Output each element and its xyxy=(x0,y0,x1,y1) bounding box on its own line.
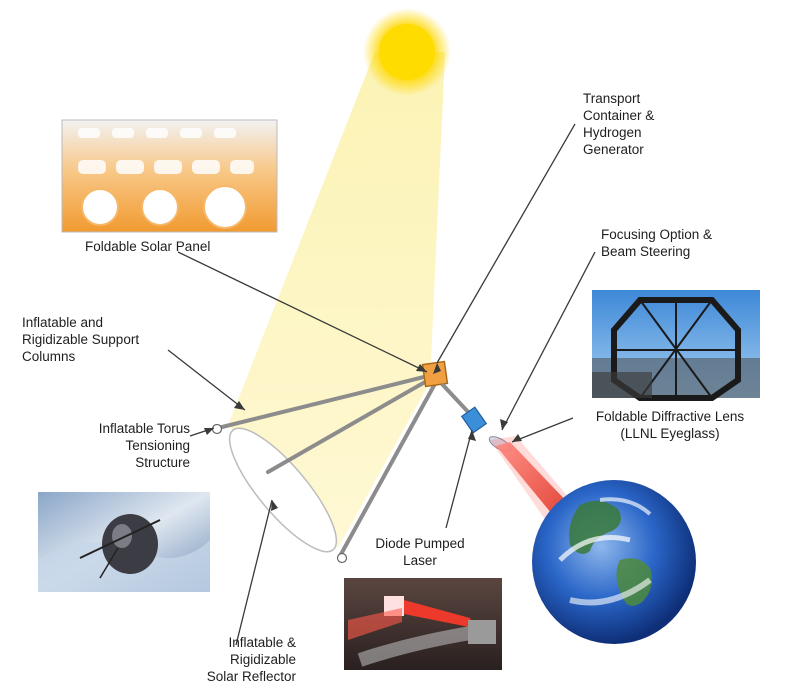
label-line: Solar Reflector xyxy=(206,669,296,684)
sunlight-beam xyxy=(228,52,445,548)
earth-icon xyxy=(532,480,696,644)
label-line: Foldable Solar Panel xyxy=(85,239,211,254)
support-columns xyxy=(216,373,438,558)
label-line: Focusing Option & xyxy=(601,227,713,242)
label-line: Diode Pumped xyxy=(375,536,465,551)
label-line: Rigidizable xyxy=(229,652,296,667)
label-diode-pumped-laser: Diode Pumped Laser xyxy=(360,535,480,569)
label-line: Container & xyxy=(583,108,655,123)
leader-lines xyxy=(167,123,596,646)
diode-laser-photo xyxy=(344,578,502,670)
label-focusing-option: Focusing Option & Beam Steering xyxy=(601,226,712,260)
label-solar-reflector: Inflatable & Rigidizable Solar Reflector xyxy=(140,634,296,685)
label-torus-structure: Inflatable Torus Tensioning Structure xyxy=(14,420,190,471)
label-line: Tensioning xyxy=(125,438,190,453)
inflatable-torus-photo xyxy=(38,492,210,592)
label-line: Generator xyxy=(583,142,644,157)
label-line: (LLNL Eyeglass) xyxy=(620,426,720,441)
label-line: Inflatable and xyxy=(22,315,104,330)
label-line: Columns xyxy=(22,349,76,364)
label-line: Inflatable & xyxy=(228,635,296,650)
label-line: Foldable Diffractive Lens xyxy=(595,409,745,424)
transport-container xyxy=(421,360,449,388)
label-line: Laser xyxy=(403,553,437,568)
label-line: Structure xyxy=(135,455,190,470)
sun-icon xyxy=(363,8,451,96)
label-line: Beam Steering xyxy=(601,244,691,259)
eyeglass-lens-photo xyxy=(592,290,760,401)
leader-arrowheads xyxy=(204,363,522,511)
label-support-columns: Inflatable and Rigidizable Support Colum… xyxy=(22,314,139,365)
laser-arm xyxy=(440,382,472,416)
label-foldable-solar-panel: Foldable Solar Panel xyxy=(85,238,210,255)
label-line: Hydrogen xyxy=(583,125,642,140)
label-diffractive-lens: Foldable Diffractive Lens (LLNL Eyeglass… xyxy=(560,408,780,442)
diode-laser-housing xyxy=(460,406,488,434)
label-line: Transport xyxy=(583,91,641,106)
label-line: Inflatable Torus xyxy=(98,421,190,436)
label-transport-container: Transport Container & Hydrogen Generator xyxy=(583,90,654,158)
label-line: Rigidizable Support xyxy=(22,332,140,347)
solar-reflector xyxy=(228,427,338,553)
torus-endpoints xyxy=(211,423,348,564)
solar-panel-image xyxy=(61,119,278,233)
